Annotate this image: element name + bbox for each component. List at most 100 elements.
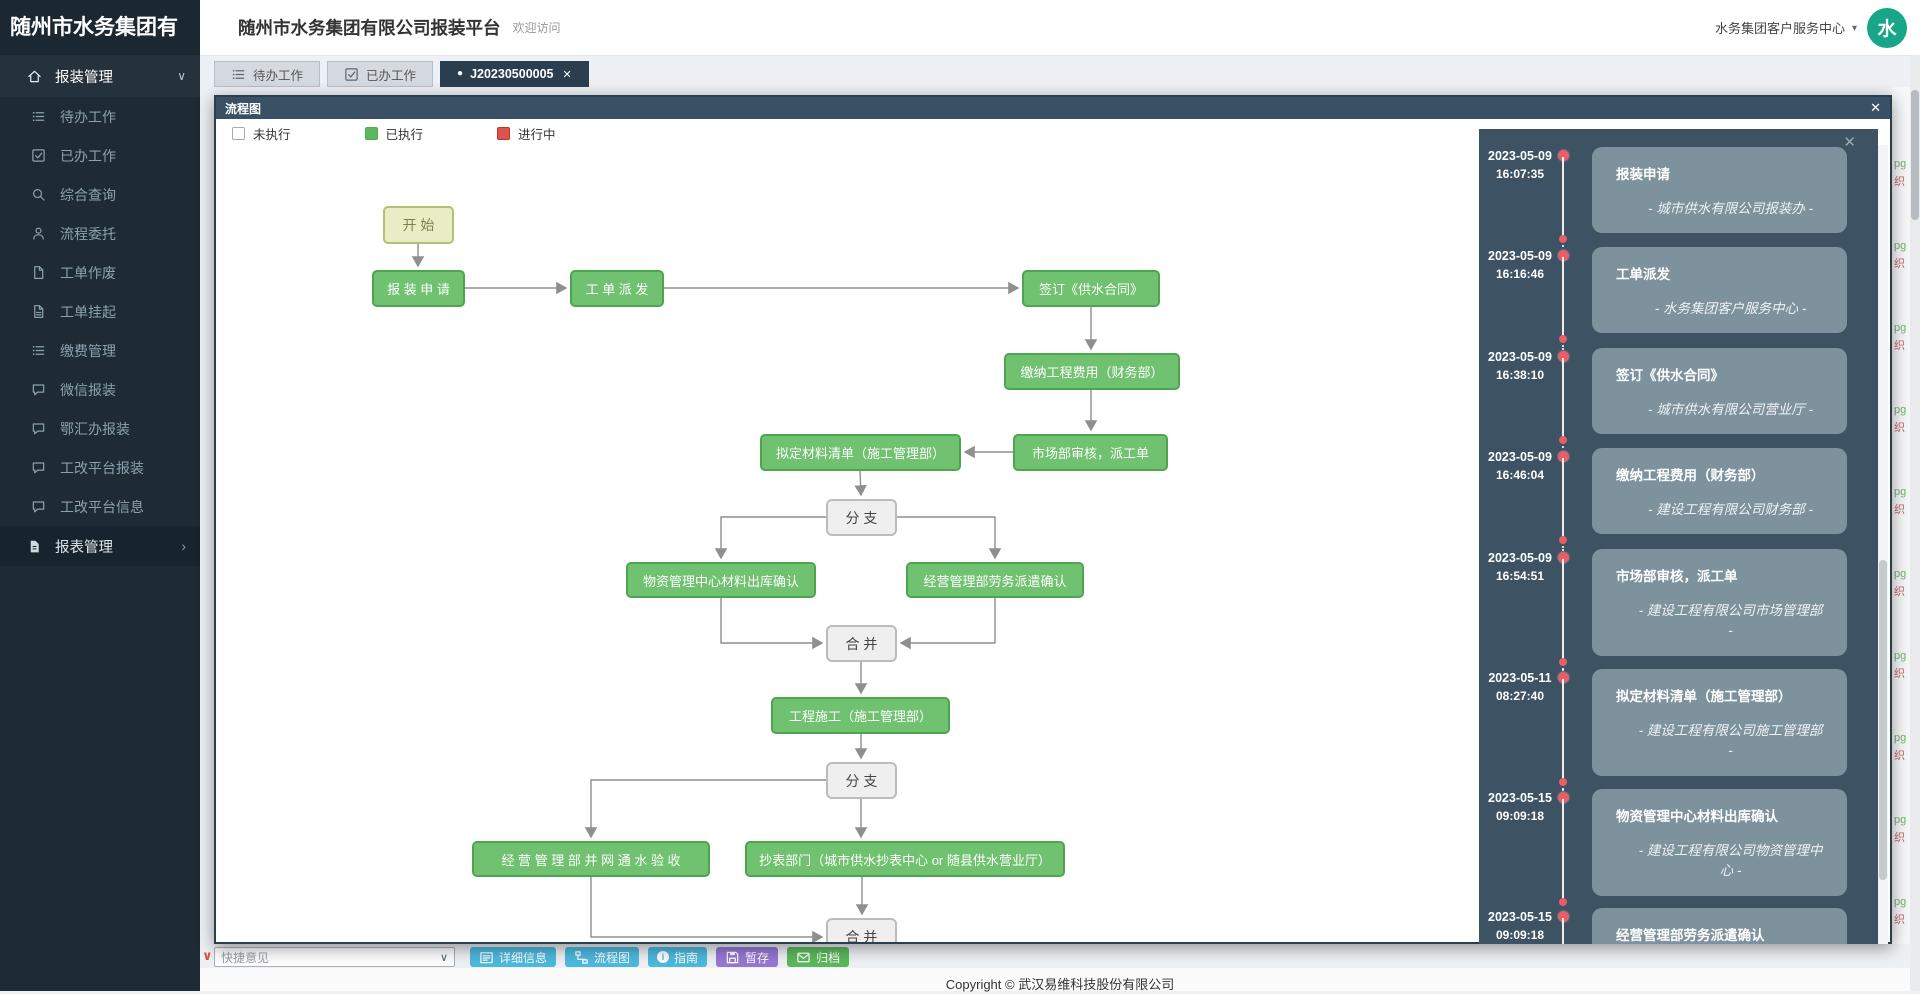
timeline-card-dept: - 水务集团客户服务中心 -	[1654, 301, 1807, 316]
button-label: 指南	[674, 950, 699, 965]
select-caret-icon: ∨	[439, 951, 448, 964]
background-fragment: pg	[1894, 158, 1907, 170]
timeline-dotted-line	[1562, 788, 1564, 789]
modal-header: 流程图 ✕	[216, 97, 1890, 119]
sidebar-item-label: 工改平台报装	[60, 459, 144, 476]
sidebar-group-label: 报装管理	[55, 69, 113, 86]
background-fragment: 织	[1894, 832, 1905, 844]
flow-node-8: 物资管理中心材料出库确认	[626, 562, 816, 598]
timeline-close-icon[interactable]: ✕	[1843, 134, 1856, 151]
app-logo: 随州市水务集团有	[0, 0, 200, 55]
quick-opinion-select[interactable]: 快捷意见 ∨	[214, 947, 455, 967]
page-scrollbar-thumb[interactable]	[1911, 90, 1919, 220]
user-menu[interactable]: 水务集团客户服务中心 ▾ 水	[1715, 7, 1920, 48]
timeline-card-dept: - 建设工程有限公司财务部 -	[1648, 502, 1813, 517]
file-icon	[31, 265, 47, 280]
sidebar-item-label: 综合查询	[60, 186, 116, 203]
sidebar-item-8[interactable]: 鄂汇办报装	[0, 409, 200, 448]
avatar[interactable]: 水	[1867, 7, 1907, 48]
sidebar-item-9[interactable]: 工改平台报装	[0, 448, 200, 487]
flow-node-5: 拟定材料清单（施工管理部）	[760, 434, 961, 471]
sidebar-item-1[interactable]: 已办工作	[0, 136, 200, 175]
background-fragment: pg	[1894, 814, 1907, 826]
sidebar-item-label: 已办工作	[60, 147, 116, 164]
archive-icon	[796, 950, 811, 965]
sidebar-item-0[interactable]: 待办工作	[0, 97, 200, 136]
timeline-dotted-line	[1562, 345, 1564, 348]
timeline-dot	[1558, 250, 1569, 261]
flow-node-7: 分 支	[826, 499, 897, 536]
copyright-text: Copyright © 武汉易维科技股份有限公司	[945, 977, 1175, 992]
timeline-card-dept: - 建设工程有限公司市场管理部 -	[1638, 603, 1823, 638]
flow-node-6: 市场部审核，派工单	[1013, 434, 1168, 471]
timeline-line	[1562, 358, 1564, 438]
flow-icon	[574, 950, 589, 965]
tab-close-icon[interactable]: ✕	[562, 68, 572, 81]
page-scrollbar[interactable]	[1910, 55, 1920, 991]
legend-color-box	[497, 126, 511, 140]
tab-label: 已办工作	[366, 68, 417, 83]
background-fragment: pg	[1894, 486, 1907, 498]
check-square-icon	[344, 67, 359, 82]
modal-scrollbar[interactable]	[1878, 145, 1888, 944]
flow-node-3: 签订《供水合同》	[1022, 270, 1160, 307]
sidebar-item-10[interactable]: 工改平台信息	[0, 487, 200, 526]
modal-close-icon[interactable]: ✕	[1870, 100, 1881, 115]
timeline-line	[1562, 458, 1564, 538]
welcome-text: 欢迎访问	[512, 21, 561, 35]
collapse-caret-icon[interactable]: ∨	[202, 948, 213, 963]
tab-J20230500005[interactable]: ●J20230500005✕	[440, 61, 589, 87]
timeline-card-6: 物资管理中心材料出库确认- 建设工程有限公司物资管理中心 -	[1592, 789, 1847, 896]
timeline-card-title: 缴纳工程费用（财务部）	[1616, 468, 1765, 483]
sidebar-item-4[interactable]: 工单作废	[0, 253, 200, 292]
flow-node-9: 经营管理部劳务派遣确认	[906, 562, 1084, 598]
flow-node-2: 工 单 派 发	[570, 270, 664, 307]
detail-icon	[479, 950, 494, 965]
sidebar-item-label: 微信报装	[60, 381, 116, 398]
sidebar-group-baozhuang[interactable]: 报装管理 ∨	[0, 55, 200, 97]
bottom-toolbar	[200, 944, 1920, 968]
详细信息-button[interactable]: 详细信息	[470, 947, 557, 967]
legend-color-box	[364, 126, 378, 140]
timeline-small-dot	[1559, 658, 1567, 666]
comment-icon	[31, 382, 47, 397]
background-fragment: 织	[1894, 176, 1905, 188]
timeline-small-dot	[1559, 335, 1567, 343]
background-fragment: 织	[1894, 340, 1905, 352]
流程图-button[interactable]: 流程图	[565, 947, 640, 967]
sidebar-item-label: 工单作废	[60, 264, 116, 281]
flowchart-connectors	[411, 244, 1098, 942]
flow-node-10: 合 并	[826, 625, 897, 662]
sidebar-item-6[interactable]: 缴费管理	[0, 331, 200, 370]
search-icon	[31, 187, 47, 202]
modal-scrollbar-thumb[interactable]	[1879, 560, 1887, 880]
sidebar-item-2[interactable]: 综合查询	[0, 175, 200, 214]
sidebar-item-7[interactable]: 微信报装	[0, 370, 200, 409]
timeline-card-dept: - 建设工程有限公司物资管理中心 -	[1638, 843, 1823, 878]
timeline-line	[1562, 559, 1564, 660]
timeline-line	[1562, 918, 1564, 944]
timeline-card-2: 签订《供水合同》- 城市供水有限公司营业厅 -	[1592, 348, 1847, 434]
comment-icon	[31, 499, 47, 514]
sidebar-item-5[interactable]: 工单挂起	[0, 292, 200, 331]
归档-button[interactable]: 归档	[787, 947, 850, 967]
暂存-button[interactable]: 暂存	[716, 947, 779, 967]
background-fragment: 织	[1894, 258, 1905, 270]
timeline-line	[1562, 799, 1564, 900]
sidebar-item-3[interactable]: 流程委托	[0, 214, 200, 253]
background-fragment: 织	[1894, 668, 1905, 680]
timeline-dot	[1558, 911, 1569, 922]
background-fragment: pg	[1894, 404, 1907, 416]
sidebar-group-report[interactable]: 报表管理 ›	[0, 526, 200, 566]
tab-待办工作[interactable]: 待办工作	[214, 61, 321, 87]
tab-已办工作[interactable]: 已办工作	[327, 61, 434, 87]
background-fragment: 织	[1894, 504, 1905, 516]
legend-color-box	[232, 126, 245, 140]
timeline-card-title: 签订《供水合同》	[1616, 368, 1724, 383]
timeline-card-title: 经营管理部劳务派遣确认	[1616, 928, 1765, 943]
flow-node-11: 工程施工（施工管理部）	[771, 697, 950, 734]
